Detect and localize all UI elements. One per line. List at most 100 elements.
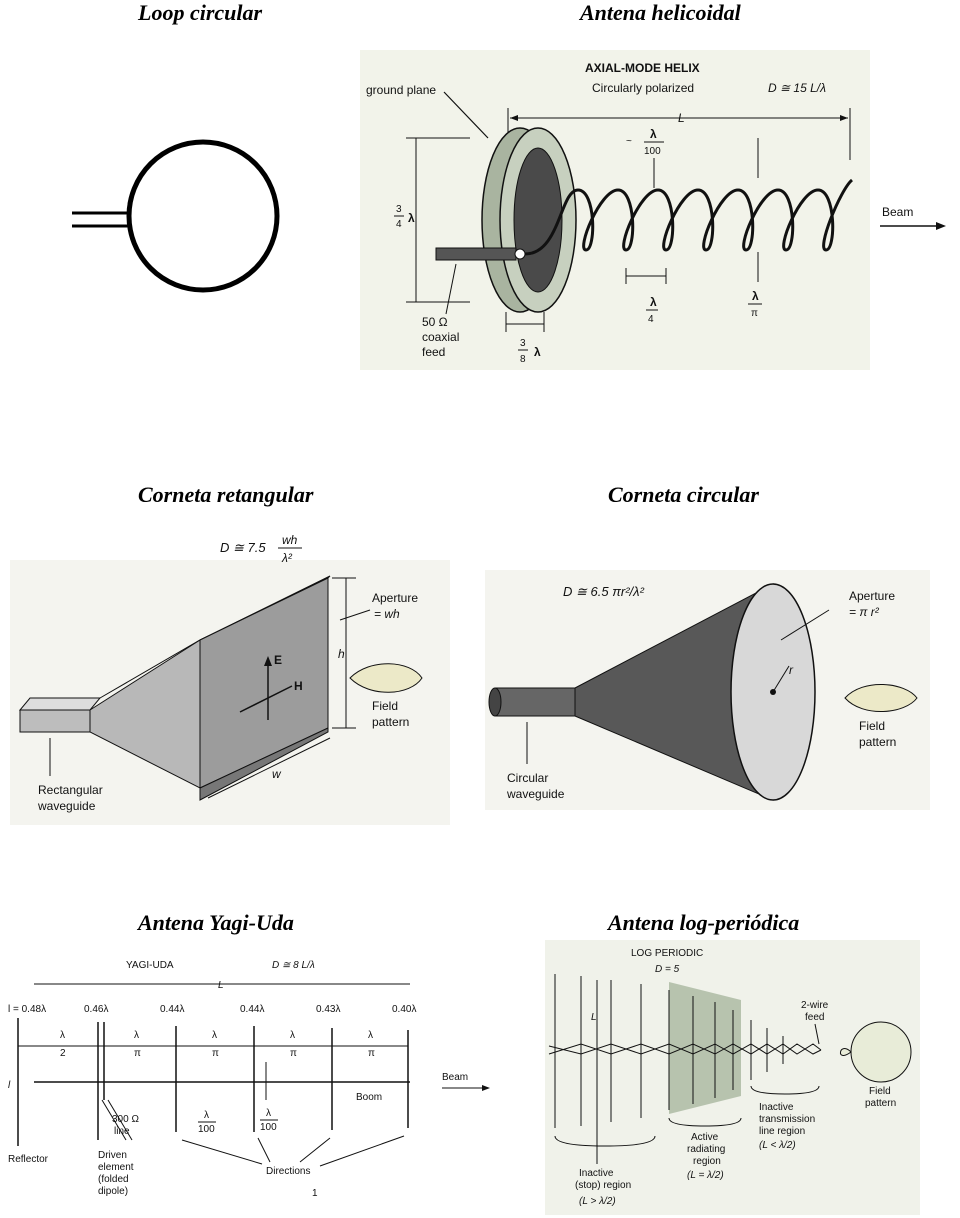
- horn-rect-title: Corneta retangular: [138, 482, 314, 507]
- yagi-element-length-1: 0.46λ: [84, 1004, 108, 1015]
- circ-radius-label: r: [789, 663, 794, 677]
- yagi-driven-label-3: (folded: [98, 1174, 129, 1185]
- circ-waveguide-body: [494, 687, 576, 717]
- yagi-spacing-0-den: 2: [60, 1048, 66, 1059]
- w-dim-line: [207, 737, 331, 799]
- horn-circ-directivity: D ≅ 6.5 πr²/λ²: [563, 584, 645, 599]
- e-field-label: E: [274, 653, 282, 667]
- helix-pitch-den: 100: [644, 146, 661, 157]
- yagi-direction-arrow-1: [181, 1139, 263, 1165]
- loop-title: Loop circular: [138, 0, 263, 25]
- yagi-beam-arrowhead: [482, 1085, 490, 1091]
- logper-heading: LOG PERIODIC: [631, 948, 703, 959]
- helix-length-label: L: [678, 111, 685, 125]
- yagi-spacing-3-den: π: [290, 1048, 297, 1059]
- logper-stop-label-3: (L > λ/2): [579, 1196, 616, 1207]
- loop-panel: [60, 130, 300, 310]
- helix-pitch-num: λ: [650, 127, 657, 141]
- rect-waveguide-label-1: Rectangular: [38, 783, 103, 797]
- yagi-driven-label-4: dipole): [98, 1186, 128, 1197]
- logper-field-label-1: Field: [869, 1086, 891, 1097]
- helix-beam-label: Beam: [882, 205, 913, 219]
- rect-waveguide-label-2: waveguide: [37, 799, 96, 813]
- yagi-panel: YAGI-UDA D ≅ 8 L/λ L l = 0.48λ 0.46λ 0.4…: [0, 950, 500, 1205]
- rect-horn-bottom: [199, 727, 329, 801]
- logper-stop-bracket: [554, 1135, 656, 1147]
- logper-feed-label-2: feed: [805, 1012, 824, 1023]
- yagi-boom-label: Boom: [356, 1092, 382, 1103]
- helix-diagram: AXIAL-MODE HELIX Circularly polarized D …: [360, 50, 946, 370]
- yagi-length-label: L: [218, 980, 224, 991]
- horn-rect-diagram: D ≅ 7.5 wh λ² E H h w Aperture = wh Fiel…: [10, 533, 450, 825]
- logper-active-label-2: radiating: [687, 1144, 725, 1155]
- yagi-spacing-3-num: λ: [290, 1030, 295, 1041]
- circ-aperture-label-1: Aperture: [849, 589, 895, 603]
- loop-diagram: [72, 139, 280, 293]
- logper-stop-label-2: (stop) region: [575, 1180, 631, 1191]
- logper-field-label-2: pattern: [865, 1098, 896, 1109]
- helix-spacing-num: λ: [650, 295, 657, 309]
- yagi-page-mark: 1: [312, 1188, 318, 1199]
- helix-height-sym: λ: [408, 211, 415, 225]
- yagi-gap2-den: 100: [260, 1122, 277, 1133]
- yagi-element-length-0: l = 0.48λ: [8, 1004, 46, 1015]
- logper-length-label: L: [591, 1012, 597, 1023]
- yagi-direction-arrow-2: [257, 1137, 271, 1163]
- yagi-spacing-1-den: π: [134, 1048, 141, 1059]
- yagi-line-label-2: line: [114, 1126, 130, 1137]
- aperture-label-2: = wh: [374, 607, 400, 621]
- yagi-line-label-1: 300 Ω: [112, 1114, 139, 1125]
- yagi-spacing-4-num: λ: [368, 1030, 373, 1041]
- logper-field-backlobe: [840, 1048, 852, 1056]
- yagi-gap2-num: λ: [266, 1108, 271, 1119]
- helix-length-arrow-left: [510, 115, 518, 121]
- rect-waveguide-body: [19, 709, 91, 733]
- aperture-label-1: Aperture: [372, 591, 418, 605]
- logper-field-pattern: [850, 1021, 912, 1083]
- rect-field-label-2: pattern: [372, 715, 409, 729]
- yagi-300-line-b: [107, 1099, 133, 1141]
- coax-feed-body: [435, 247, 517, 261]
- logper-title: Antena log-periódica: [608, 910, 800, 935]
- yagi-direction-arrow-4: [319, 1135, 405, 1167]
- horn-circ-title: Corneta circular: [608, 482, 759, 507]
- coax-feed-label-1: 50 Ω: [422, 315, 448, 329]
- horn-rect-dir-den: λ²: [281, 551, 293, 565]
- rect-field-label-1: Field: [372, 699, 398, 713]
- helix-beam-arrowhead: [936, 222, 946, 230]
- circ-waveguide-label-2: waveguide: [506, 787, 565, 801]
- circ-radius-line: [772, 665, 790, 693]
- yagi-element-length-3: 0.44λ: [240, 1004, 264, 1015]
- circ-field-pattern: [844, 684, 918, 712]
- h-field-arrow: [239, 685, 293, 713]
- helix-background: [360, 50, 870, 370]
- horn-circ-panel: D ≅ 6.5 πr²/λ² r Aperture = π r² Field p…: [485, 570, 930, 810]
- yagi-reflector-label: Reflector: [8, 1154, 49, 1165]
- logper-active-label-4: (L = λ/2): [687, 1170, 724, 1181]
- circ-field-label-2: pattern: [859, 735, 896, 749]
- yagi-driven-label-2: element: [98, 1162, 134, 1173]
- yagi-diagram: YAGI-UDA D ≅ 8 L/λ L l = 0.48λ 0.46λ 0.4…: [8, 960, 490, 1199]
- yagi-spacing-4-den: π: [368, 1048, 375, 1059]
- horn-circ-diagram: D ≅ 6.5 πr²/λ² r Aperture = π r² Field p…: [485, 570, 930, 810]
- circ-waveguide-label-1: Circular: [507, 771, 548, 785]
- helix-height-num: 3: [396, 204, 402, 215]
- w-dim-label: w: [272, 767, 282, 781]
- helix-spacing-den: 4: [648, 314, 654, 325]
- logper-feeder-b: [548, 1043, 822, 1055]
- helix-subheading: Circularly polarized: [592, 81, 694, 95]
- yagi-title: Antena Yagi-Uda: [138, 910, 294, 935]
- yagi-gap1-den: 100: [198, 1124, 215, 1135]
- yagi-l-marker: l: [8, 1080, 11, 1091]
- logper-directivity: D = 5: [655, 964, 680, 975]
- logper-stop-label-1: Inactive: [579, 1168, 614, 1179]
- helix-approx: ~: [626, 136, 632, 147]
- helix-diameter-num: λ: [752, 289, 759, 303]
- logper-tline-bracket: [750, 1085, 820, 1095]
- e-field-arrowhead: [264, 656, 272, 666]
- logper-tline-label-4: (L < λ/2): [759, 1140, 796, 1151]
- yagi-driven-label-1: Driven: [98, 1150, 127, 1161]
- helix-diameter-den: π: [751, 308, 758, 319]
- rect-waveguide-top: [18, 697, 102, 711]
- circ-aperture-label-2: = π r²: [849, 605, 880, 619]
